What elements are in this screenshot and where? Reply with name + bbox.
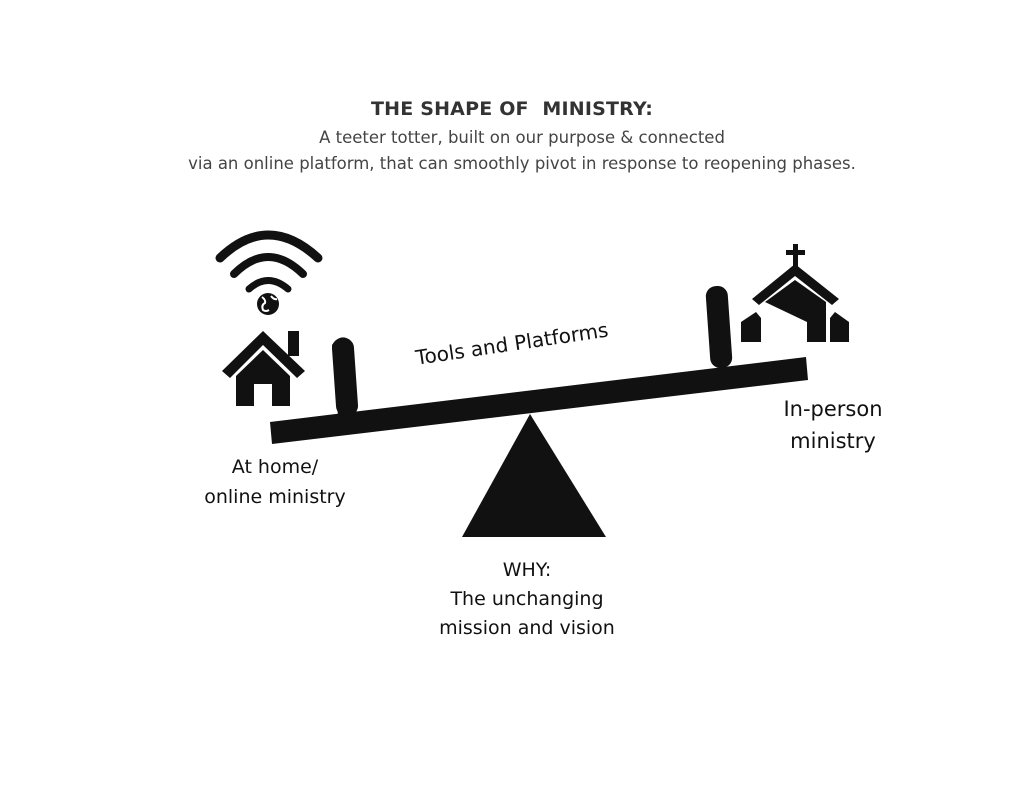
fulcrum-label-line-1: WHY: xyxy=(502,559,552,581)
diagram-title: THE SHAPE OF MINISTRY: xyxy=(370,98,654,120)
fulcrum-label-line-3: mission and vision xyxy=(439,617,615,639)
right-label-line-2: ministry xyxy=(790,429,876,453)
diagram-subtitle-line-1: A teeter totter, built on our purpose & … xyxy=(319,128,725,147)
left-label-line-2: online ministry xyxy=(204,486,346,508)
wifi-icon xyxy=(215,230,323,293)
left-label-line-1: At home/ xyxy=(231,456,319,478)
church-icon xyxy=(741,244,849,342)
right-handle xyxy=(705,286,733,368)
diagram-subtitle-line-2: via an online platform, that can smoothl… xyxy=(188,154,856,173)
seesaw-beam xyxy=(270,357,808,444)
right-label-line-1: In-person xyxy=(783,397,883,421)
globe-icon xyxy=(257,293,279,315)
fulcrum-triangle xyxy=(462,414,606,537)
right-label: In-person ministry xyxy=(733,393,933,457)
house-icon xyxy=(222,331,305,406)
fulcrum-label-line-2: The unchanging xyxy=(450,588,604,610)
left-label: At home/ online ministry xyxy=(175,452,375,512)
fulcrum-label: WHY: The unchanging mission and vision xyxy=(400,556,654,643)
